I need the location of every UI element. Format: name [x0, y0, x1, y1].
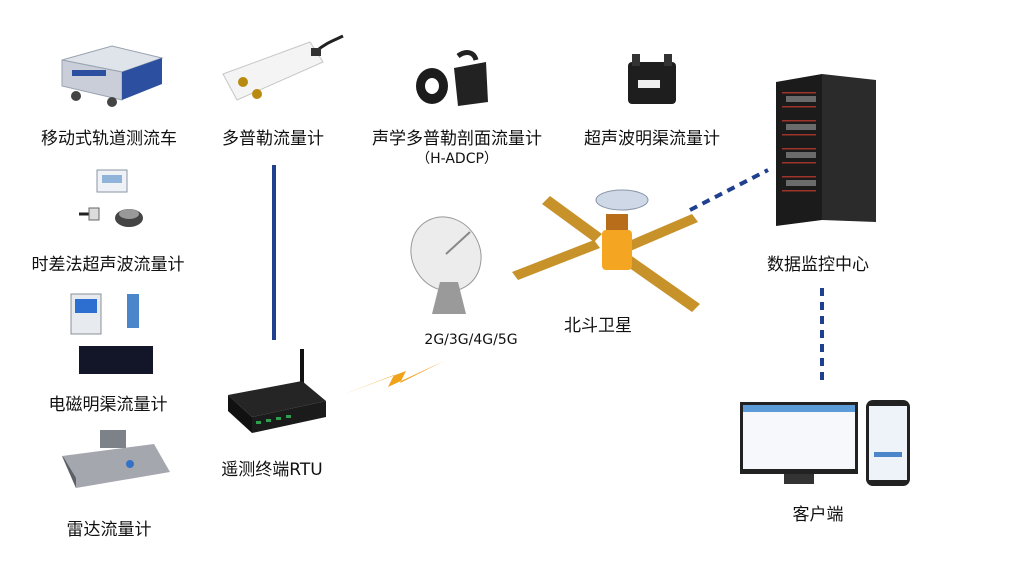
cellular-network-label: 2G/3G/4G/5G: [424, 332, 518, 348]
hadcp-meter-sublabel: （H-ADCP）: [416, 151, 498, 167]
em-open-channel-icon: [65, 290, 161, 382]
client-label: 客户端: [792, 505, 844, 525]
mobile-rail-car-label: 移动式轨道测流车: [41, 129, 177, 149]
open-channel-ultrasonic-label: 超声波明渠流量计: [584, 129, 720, 149]
rtu-device-icon: [222, 345, 332, 440]
wireless-link-icon: [340, 355, 446, 401]
mobile-rail-car-icon: [52, 40, 170, 108]
open-channel-ultrasonic-icon: [622, 50, 684, 110]
data-center-label: 数据监控中心: [767, 255, 869, 275]
radar-meter-label: 雷达流量计: [66, 520, 152, 540]
satellite-to-center-link: [689, 168, 769, 212]
transit-time-meter-icon: [75, 168, 155, 234]
rtu-label: 遥测终端RTU: [221, 460, 323, 480]
satellite-label: 北斗卫星: [564, 316, 632, 336]
em-open-channel-label: 电磁明渠流量计: [48, 395, 168, 415]
hadcp-meter-icon: [410, 48, 495, 110]
doppler-meter-icon: [215, 34, 350, 112]
transit-time-meter-label: 时差法超声波流量计: [31, 255, 185, 275]
doppler-meter-label: 多普勒流量计: [222, 129, 324, 149]
satellite-icon: [510, 186, 710, 316]
server-rack-icon: [772, 72, 880, 228]
dish-antenna-icon: [400, 208, 495, 318]
hadcp-meter-label: 声学多普勒剖面流量计: [372, 129, 542, 149]
radar-meter-icon: [58, 428, 178, 494]
client-monitor-icon: [738, 398, 920, 490]
